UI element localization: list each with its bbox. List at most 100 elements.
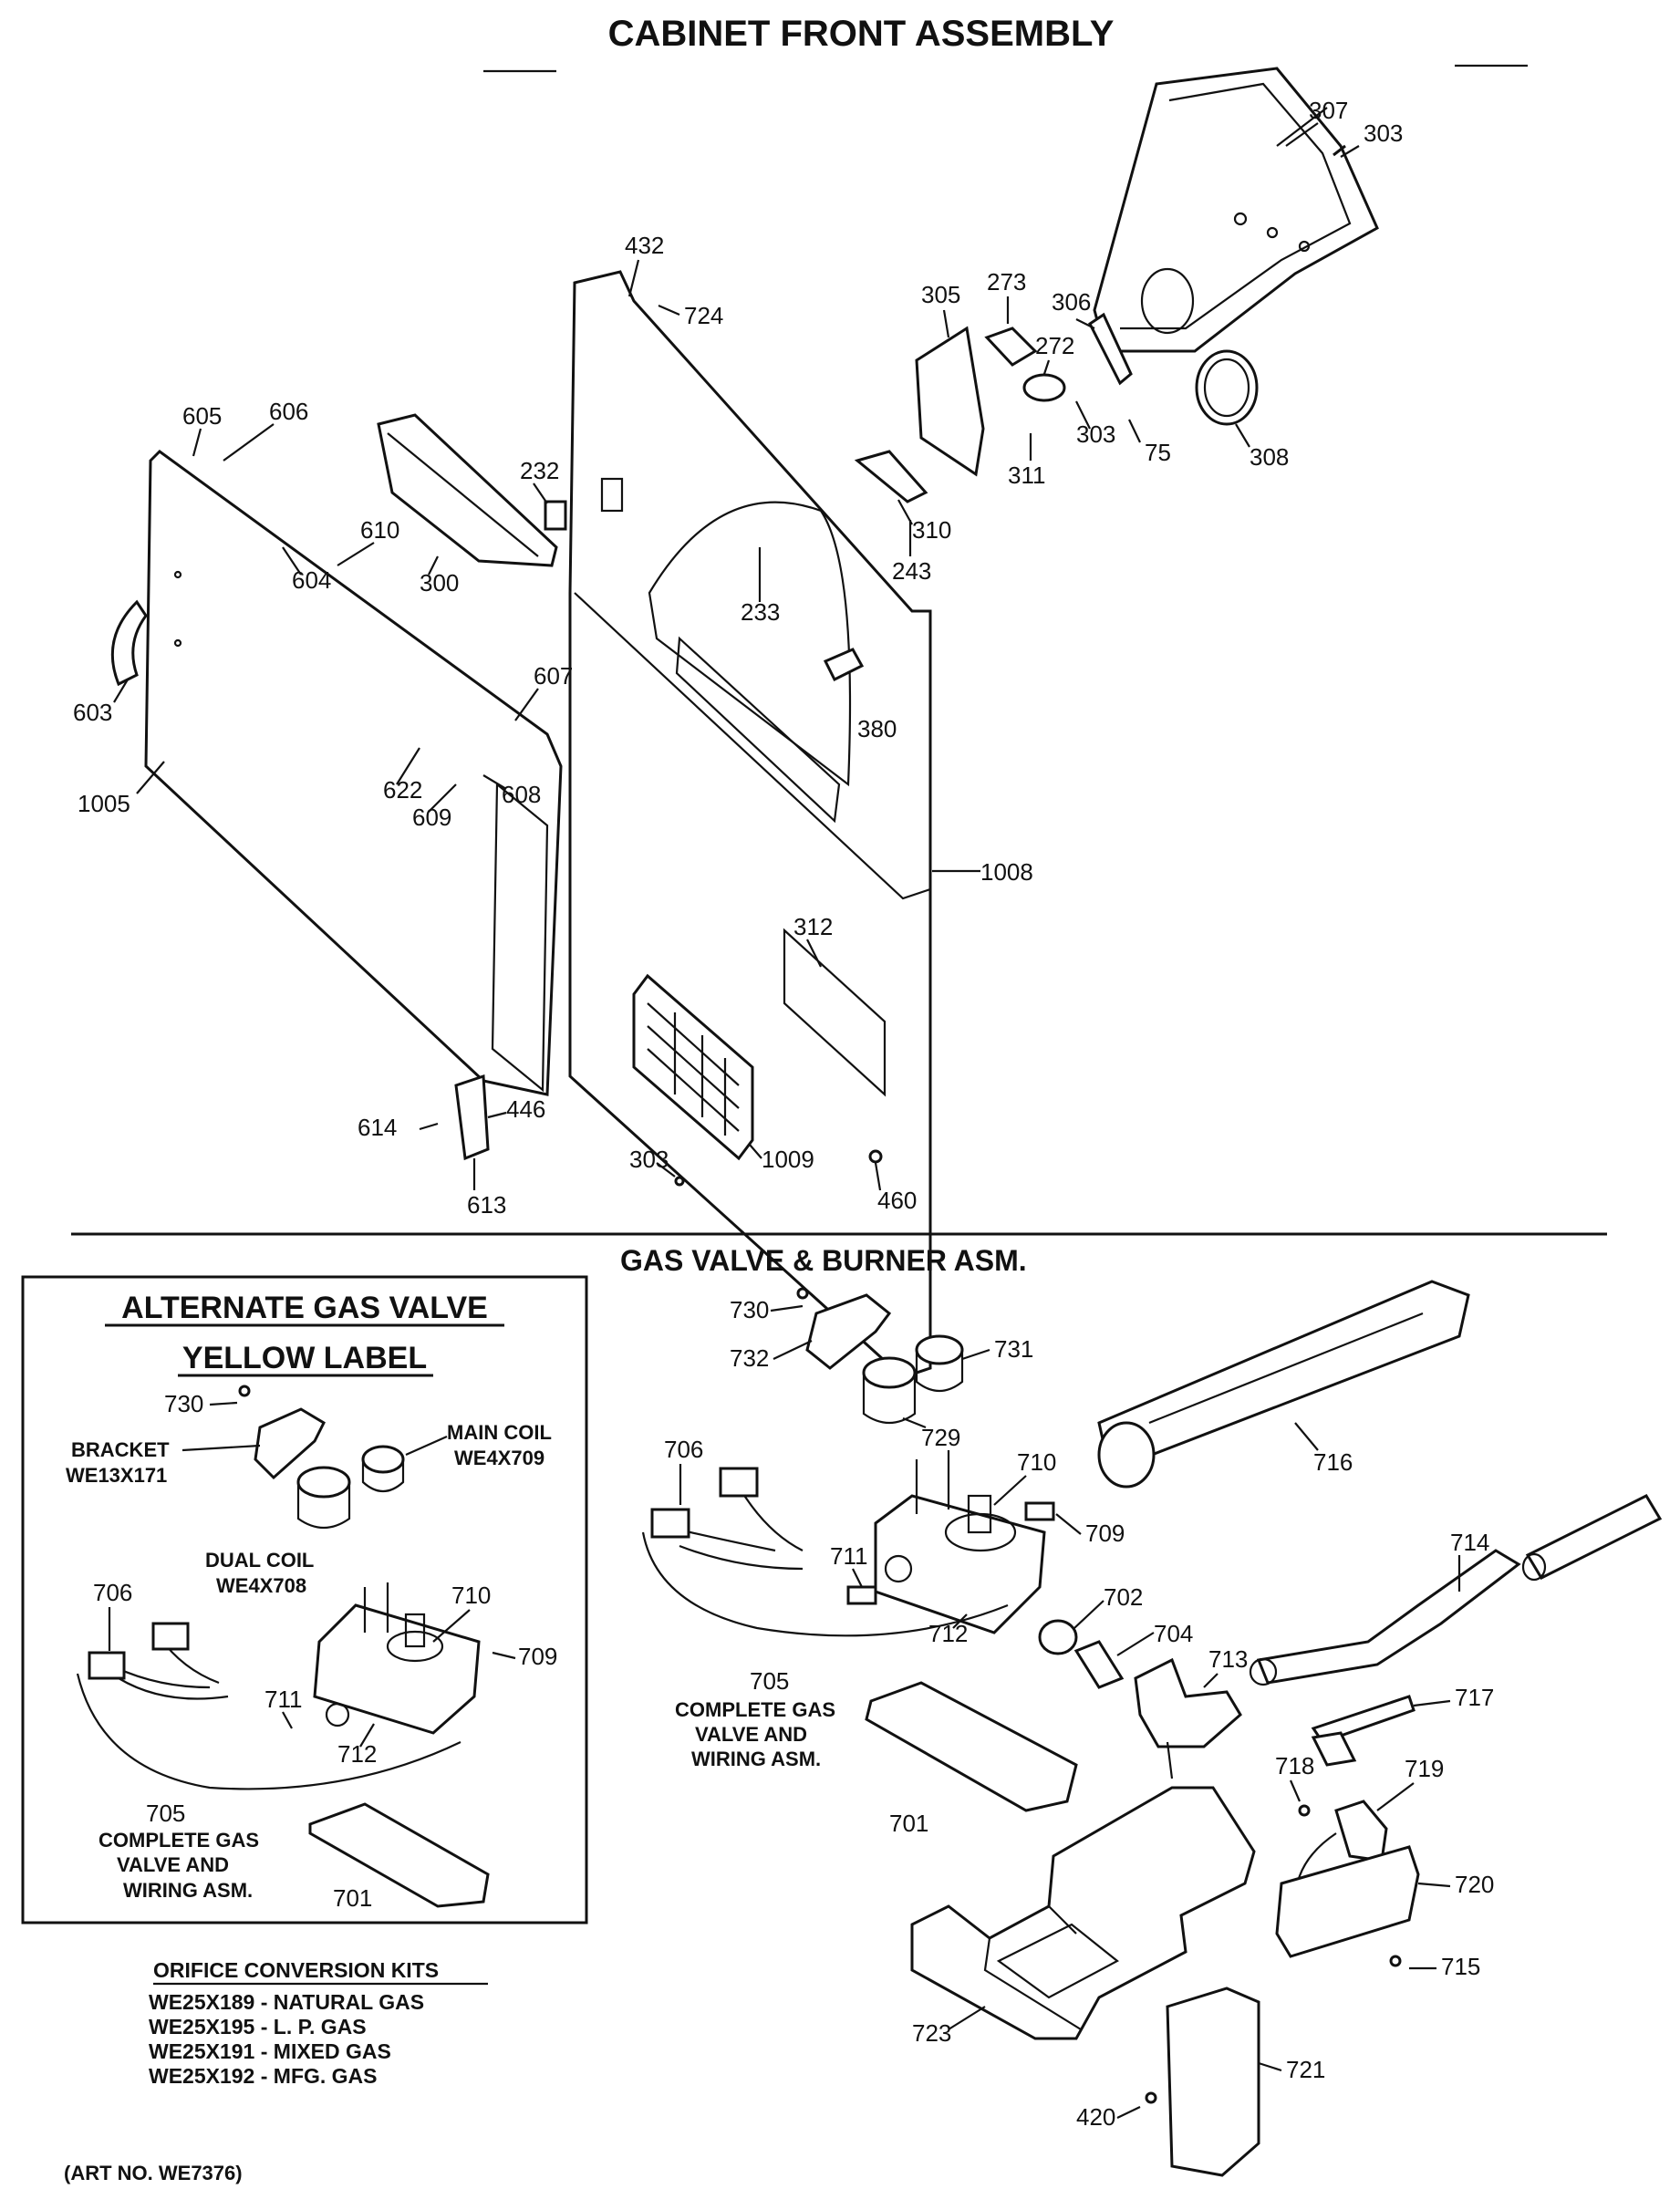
label-1008: 1008 <box>980 858 1033 886</box>
label-232: 232 <box>520 457 559 484</box>
label-607: 607 <box>534 662 573 690</box>
part-723-burner-bracket <box>910 1786 1256 2040</box>
label-432: 432 <box>625 232 664 259</box>
small-fasteners <box>238 1149 1402 2104</box>
part-232-clip <box>544 500 567 531</box>
label-300: 300 <box>420 569 459 597</box>
part-732-bracket <box>805 1293 892 1370</box>
alt-bracket-part: WE13X171 <box>66 1464 167 1487</box>
part-702-nut <box>1038 1619 1078 1655</box>
part-717-igniter <box>1311 1695 1416 1767</box>
orifice-kit-2: WE25X195 - L. P. GAS <box>149 2015 367 2039</box>
alt-box-title-line1: ALTERNATE GAS VALVE <box>121 1291 488 1325</box>
main-connector-1 <box>650 1508 690 1539</box>
label-603: 603 <box>73 699 112 726</box>
orifice-kits-heading: ORIFICE CONVERSION KITS <box>153 1958 439 1982</box>
label-724: 724 <box>684 302 723 329</box>
part-713-elbow <box>1134 1657 1242 1779</box>
main-wires <box>669 1486 804 1571</box>
label-m716: 716 <box>1313 1448 1353 1476</box>
label-m731: 731 <box>994 1335 1033 1363</box>
alt-label-705: 705 <box>146 1800 185 1827</box>
alt-connector-1 <box>88 1651 126 1680</box>
diagram-title: CABINET FRONT ASSEMBLY <box>608 14 1115 54</box>
alt-label-730: 730 <box>164 1390 203 1417</box>
label-608: 608 <box>502 781 541 808</box>
label-1009: 1009 <box>762 1146 814 1173</box>
main-complete-l2: VALVE AND <box>695 1723 807 1746</box>
part-1009-grille <box>632 973 754 1161</box>
cabinet-leader-lines <box>113 107 1360 1191</box>
alt-label-712: 712 <box>337 1740 377 1768</box>
label-614: 614 <box>358 1114 397 1141</box>
label-m714: 714 <box>1450 1529 1489 1556</box>
label-273: 273 <box>987 268 1026 296</box>
label-m704: 704 <box>1154 1620 1193 1647</box>
label-m720: 720 <box>1455 1871 1494 1898</box>
alt-main-coil-part: WE4X709 <box>454 1447 544 1469</box>
part-1005-door <box>144 450 563 1096</box>
label-m705: 705 <box>750 1667 789 1695</box>
part-1008-front-panel <box>568 270 932 1379</box>
label-606: 606 <box>269 398 308 425</box>
part-711-fitting <box>846 1585 877 1605</box>
main-complete-l1: COMPLETE GAS <box>675 1698 835 1721</box>
main-connector-2 <box>719 1467 759 1498</box>
main-leader-lines <box>679 1304 1461 2119</box>
part-380-pin <box>823 648 865 682</box>
alt-dual-coil-part <box>296 1466 351 1529</box>
label-m717: 717 <box>1455 1684 1494 1711</box>
label-m420: 420 <box>1076 2103 1115 2131</box>
part-729-coil <box>862 1356 917 1424</box>
alt-bracket-label: BRACKET <box>71 1438 170 1461</box>
part-300-lint-trap <box>377 413 558 567</box>
label-1005: 1005 <box>78 790 130 817</box>
alt-bracket-part <box>254 1407 326 1480</box>
label-460: 460 <box>877 1187 917 1214</box>
section2-title: GAS VALVE & BURNER ASM. <box>620 1244 1027 1277</box>
part-305-panel <box>915 326 985 477</box>
label-303b: 303 <box>1076 420 1115 448</box>
part-721-shield <box>1166 1987 1260 2177</box>
label-233: 233 <box>741 598 780 626</box>
alternate-gas-valve-box <box>21 1275 588 1924</box>
label-m730: 730 <box>730 1296 769 1323</box>
alt-dual-coil-part: WE4X708 <box>216 1574 306 1597</box>
part-709-fitting <box>1024 1501 1055 1521</box>
alt-label-701: 701 <box>333 1884 372 1912</box>
label-311: 311 <box>1008 462 1045 489</box>
alt-main-coil-part <box>361 1445 405 1493</box>
label-272: 272 <box>1035 332 1074 359</box>
orifice-kit-1: WE25X189 - NATURAL GAS <box>149 1990 424 2014</box>
label-307: 307 <box>1309 97 1348 124</box>
alt-plate-701 <box>308 1802 490 1908</box>
label-303c: 303 <box>629 1146 669 1173</box>
part-710-valve-body <box>874 1450 1046 1634</box>
alt-connector-2 <box>151 1622 190 1651</box>
part-704-orifice <box>1073 1640 1125 1689</box>
part-714-pipe <box>1521 1494 1663 1582</box>
part-714-tube <box>1249 1549 1521 1686</box>
alt-label-710: 710 <box>451 1582 491 1609</box>
label-m712: 712 <box>928 1620 968 1647</box>
label-m721: 721 <box>1286 2056 1325 2083</box>
part-720-bracket <box>1275 1845 1420 1958</box>
orifice-kit-4: WE25X192 - MFG. GAS <box>149 2064 378 2088</box>
alt-complete-l2: VALVE AND <box>117 1853 229 1876</box>
alt-label-706: 706 <box>93 1579 132 1606</box>
label-622: 622 <box>383 776 422 804</box>
label-613: 613 <box>467 1191 506 1219</box>
label-610: 610 <box>360 516 399 544</box>
label-605: 605 <box>182 402 222 430</box>
label-m711: 711 <box>830 1542 867 1570</box>
part-273-plate <box>984 327 1038 367</box>
orifice-kit-3: WE25X191 - MIXED GAS <box>149 2039 391 2063</box>
alt-label-711: 711 <box>264 1686 302 1713</box>
label-446: 446 <box>506 1095 545 1123</box>
alt-complete-l1: COMPLETE GAS <box>99 1829 259 1852</box>
alt-complete-l3: WIRING ASM. <box>123 1879 253 1902</box>
label-m701: 701 <box>889 1810 928 1837</box>
label-m732: 732 <box>730 1344 769 1372</box>
label-306: 306 <box>1052 288 1091 316</box>
label-303a: 303 <box>1364 119 1403 147</box>
